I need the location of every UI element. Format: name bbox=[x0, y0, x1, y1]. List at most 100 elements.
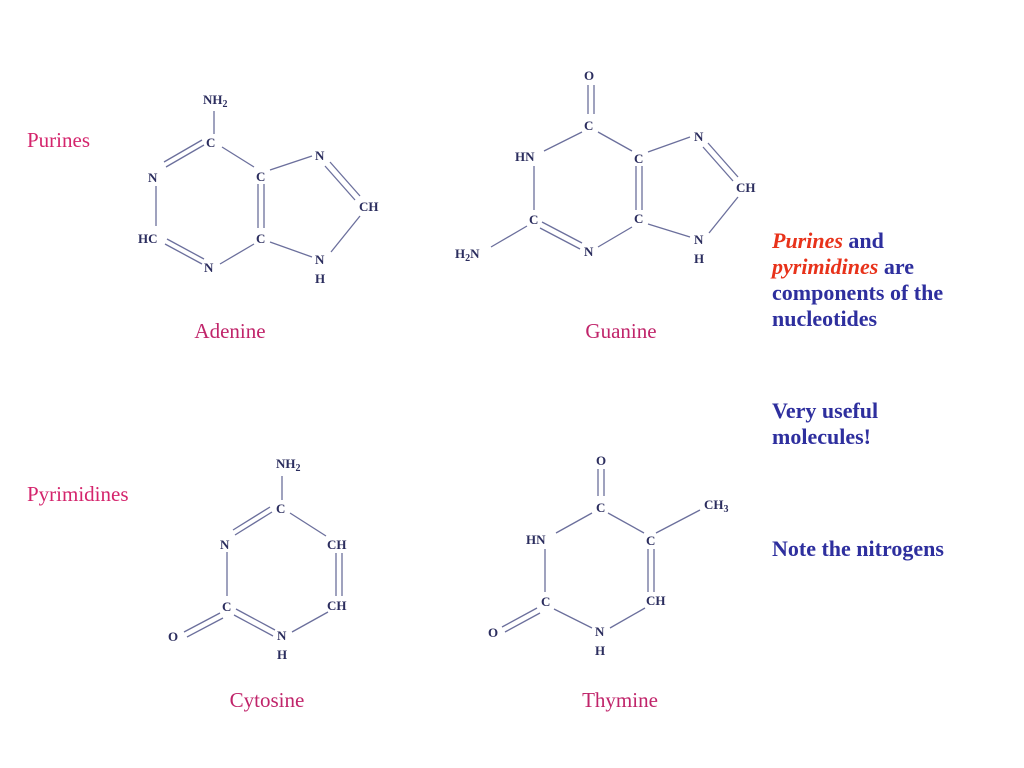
atom-label: N bbox=[204, 260, 214, 275]
bond bbox=[183, 612, 221, 633]
cytosine-label: Cytosine bbox=[229, 688, 305, 712]
thymine-structure: O C CH3 HN C C CH O N H bbox=[488, 453, 729, 658]
bond bbox=[555, 512, 593, 534]
atom-label: N bbox=[315, 148, 325, 163]
cytosine-structure: NH2 C N CH C CH O N H bbox=[168, 456, 347, 662]
atom-label: CH bbox=[359, 199, 379, 214]
purines-heading: Purines bbox=[27, 128, 90, 152]
atom-label: N bbox=[694, 232, 704, 247]
atom-label: O bbox=[584, 68, 594, 83]
atom-label: N bbox=[277, 628, 287, 643]
bond bbox=[219, 243, 255, 265]
adenine-label: Adenine bbox=[194, 319, 266, 343]
bond bbox=[166, 238, 205, 260]
bond bbox=[702, 146, 734, 182]
bond bbox=[234, 511, 273, 536]
bond bbox=[553, 608, 593, 629]
bond bbox=[232, 506, 271, 531]
guanine-structure: O C HN C N CH C C N N H H2N bbox=[455, 68, 756, 266]
components-note: Purines and pyrimidines are components o… bbox=[772, 228, 1012, 332]
note-accent: pyrimidines bbox=[772, 254, 879, 279]
bond bbox=[541, 221, 583, 244]
note-line: nucleotides bbox=[772, 306, 878, 331]
note-line: pyrimidines are bbox=[772, 254, 1012, 280]
bond bbox=[597, 226, 633, 248]
atom-label: C bbox=[646, 533, 655, 548]
atom-label: CH bbox=[327, 598, 347, 613]
atom-label: O bbox=[488, 625, 498, 640]
atom-label: CH bbox=[646, 593, 666, 608]
atom-label: N bbox=[694, 129, 704, 144]
atom-label: C bbox=[222, 599, 231, 614]
atom-label: CH bbox=[736, 180, 756, 195]
bond bbox=[655, 509, 701, 534]
atom-label: HN bbox=[515, 149, 535, 164]
bond bbox=[707, 142, 739, 178]
atom-label: HC bbox=[138, 231, 158, 246]
atom-label: N bbox=[584, 244, 594, 259]
atom-label: N bbox=[148, 170, 158, 185]
bond bbox=[501, 607, 538, 628]
bond bbox=[289, 512, 327, 537]
bond bbox=[607, 512, 645, 534]
atom-label: O bbox=[168, 629, 178, 644]
atom-label: C bbox=[206, 135, 215, 150]
atom-label: C bbox=[584, 118, 593, 133]
atom-label: N bbox=[595, 624, 605, 639]
bond bbox=[597, 131, 633, 152]
atom-label: C bbox=[596, 500, 605, 515]
note-line: Very useful bbox=[772, 398, 879, 423]
atom-label: C bbox=[256, 231, 265, 246]
note-text: are bbox=[878, 254, 914, 279]
note-accent: Purines bbox=[772, 228, 843, 253]
bond bbox=[235, 608, 276, 631]
atom-label: HN bbox=[526, 532, 546, 547]
bond bbox=[186, 617, 224, 638]
bond bbox=[164, 243, 203, 265]
bond bbox=[543, 131, 583, 152]
adenine-structure: NH2 C N C N CH HC C N N H bbox=[138, 92, 379, 286]
atom-label: C bbox=[634, 151, 643, 166]
bond bbox=[221, 146, 255, 168]
bond bbox=[647, 223, 691, 238]
nitrogens-note: Note the nitrogens bbox=[772, 536, 1012, 562]
atom-label: N bbox=[220, 537, 230, 552]
bond bbox=[329, 161, 361, 197]
guanine-label: Guanine bbox=[585, 319, 657, 343]
atom-label: NH2 bbox=[276, 456, 301, 474]
atom-label: C bbox=[276, 501, 285, 516]
atom-label: H bbox=[277, 647, 287, 662]
atom-label: H bbox=[694, 251, 704, 266]
bond bbox=[324, 165, 356, 201]
bond bbox=[539, 227, 581, 250]
bond bbox=[647, 136, 691, 153]
bond bbox=[269, 241, 313, 258]
atom-label: CH bbox=[327, 537, 347, 552]
useful-note: Very useful molecules! bbox=[772, 398, 1012, 450]
note-line: Purines and bbox=[772, 228, 1012, 254]
pyrimidines-heading: Pyrimidines bbox=[27, 482, 129, 506]
atom-label: CH3 bbox=[704, 497, 729, 515]
atom-label: H2N bbox=[455, 246, 480, 264]
atom-label: H bbox=[595, 643, 605, 658]
bond bbox=[504, 612, 541, 633]
atom-label: H bbox=[315, 271, 325, 286]
note-text: and bbox=[842, 228, 884, 253]
atom-label: O bbox=[596, 453, 606, 468]
note-line: Note the nitrogens bbox=[772, 536, 944, 561]
bond bbox=[609, 607, 646, 629]
note-line: molecules! bbox=[772, 424, 871, 449]
atom-label: C bbox=[256, 169, 265, 184]
atom-label: C bbox=[529, 212, 538, 227]
bond bbox=[291, 611, 329, 633]
thymine-label: Thymine bbox=[582, 688, 658, 712]
note-line: components of the bbox=[772, 280, 944, 305]
atom-label: NH2 bbox=[203, 92, 228, 110]
bond bbox=[233, 614, 274, 637]
atom-label: C bbox=[634, 211, 643, 226]
bond bbox=[163, 139, 203, 163]
atom-label: N bbox=[315, 252, 325, 267]
bond bbox=[490, 225, 528, 248]
